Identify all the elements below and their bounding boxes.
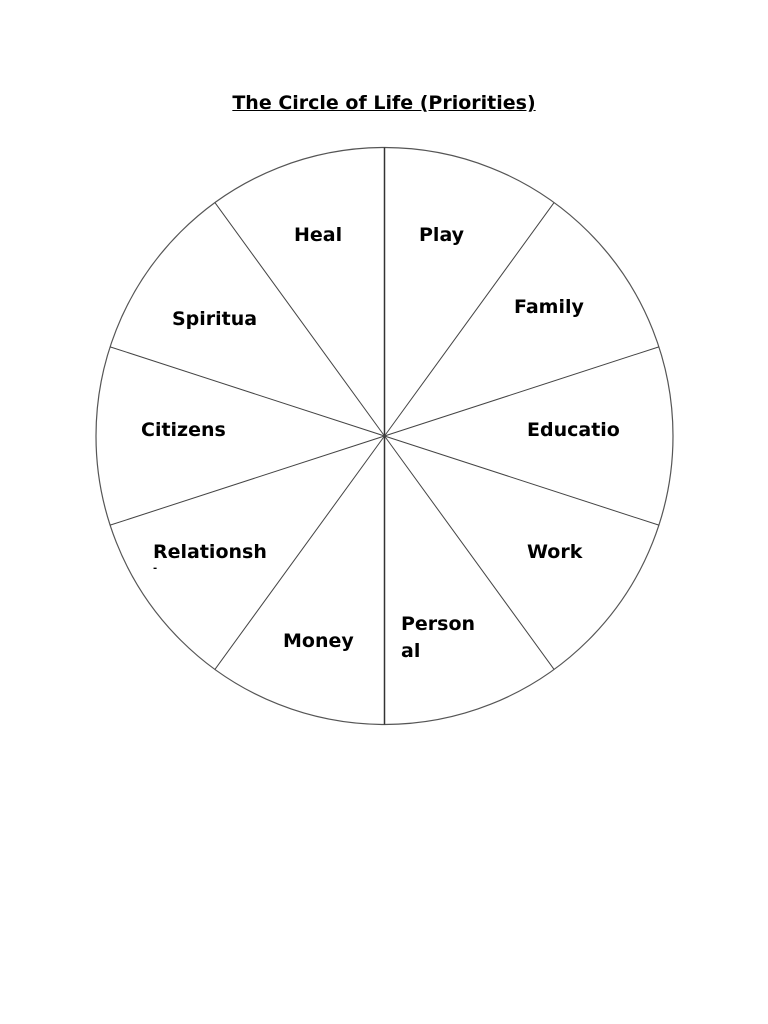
segment-label: Family [514,296,585,318]
wheel-spoke [384,202,555,437]
segment-label-line: - [153,563,157,574]
segment-label-line: Person [401,613,475,635]
wheel-spoke [384,346,660,437]
wheel-spoke [109,346,385,437]
segment-label: Heal [294,224,342,246]
segment-label-line: Relationsh [153,541,267,563]
wheel-spoke [214,435,385,670]
segment-label-line: Play [419,224,465,246]
segment-label: Educatio [527,419,620,441]
wheel-spoke [214,202,385,437]
page-title: The Circle of Life (Priorities) [232,92,536,114]
segment-label: Work [527,541,583,563]
wheel-spoke [384,435,555,670]
segment-label-line: Citizens [141,419,226,441]
segment-label-line: Work [527,541,583,563]
segment-label: Person al [401,613,475,662]
wheel-spoke [384,435,660,526]
segment-label: Play [419,224,465,246]
segment-label-line: Heal [294,224,342,246]
segment-label: Money [283,630,354,652]
segment-label-line: Family [514,296,585,318]
wheel-spokes [109,147,660,725]
segment-label-line: al [401,640,420,662]
segment-label: Citizens [141,419,226,441]
segment-label-line: Money [283,630,354,652]
segment-label-line: Spiritua [172,308,257,330]
wheel-spoke [109,435,385,526]
segment-label: Relationsh- [153,541,267,574]
segment-label: Spiritua [172,308,257,330]
segment-label-line: Educatio [527,419,620,441]
